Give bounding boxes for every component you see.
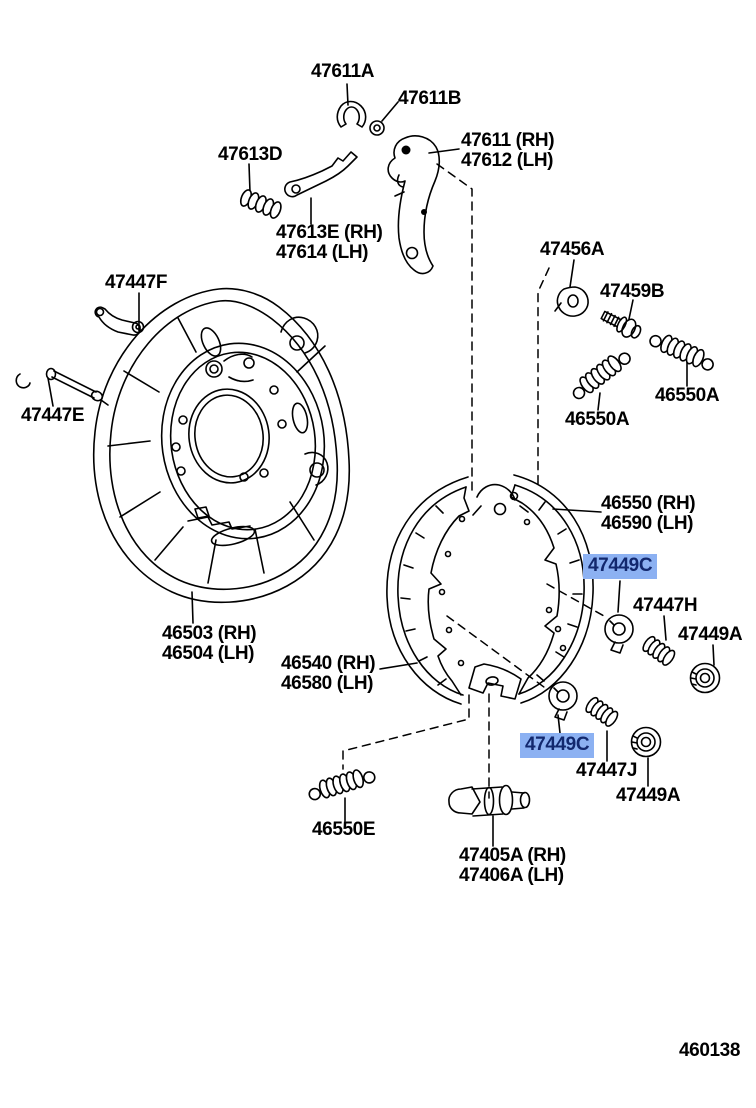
callout-47459b[interactable]: 47459B — [600, 281, 665, 302]
callout-line: 47614 (LH) — [276, 242, 369, 263]
dashed-47456a-to-shoes — [537, 267, 550, 487]
part-47449c-cwasher-bottom — [548, 681, 578, 721]
callout-47456a[interactable]: 47456A — [540, 239, 605, 260]
part-47449a-cap-bottom — [630, 726, 662, 758]
part-brake-shoe-assembly — [386, 474, 594, 705]
callout-line: 47611 (RH) — [461, 130, 555, 151]
callout-47611-47612[interactable]: 47611 (RH) 47612 (LH) — [461, 130, 555, 171]
part-47611b-washer — [369, 120, 385, 136]
dashed-shoes-to-47449c-bottom — [446, 615, 549, 691]
callout-47611a[interactable]: 47611A — [311, 61, 375, 82]
dashed-shoes-to-47449c-top — [546, 583, 605, 617]
part-47447h-spring — [642, 635, 676, 666]
callout-line: 47613E (RH) — [276, 222, 383, 243]
callout-line: 47406A (LH) — [459, 865, 564, 886]
diagram-number: 460138 — [679, 1040, 741, 1061]
callout-47613d[interactable]: 47613D — [218, 144, 283, 165]
part-47447j-spring — [585, 696, 619, 727]
callout-46550e[interactable]: 46550E — [312, 819, 376, 840]
callout-line: 46540 (RH) — [281, 653, 376, 674]
callout-46550a-left[interactable]: 46550A — [565, 409, 630, 430]
part-47405a-adjuster — [448, 784, 531, 817]
callout-47449c-bottom-highlighted[interactable]: 47449C — [520, 733, 595, 758]
callout-47447j[interactable]: 47447J — [576, 760, 638, 781]
callout-46503-46504[interactable]: 46503 (RH) 46504 (LH) — [162, 623, 257, 664]
callout-47449a-bottom[interactable]: 47449A — [616, 785, 681, 806]
dashed-assembly-lines — [342, 163, 605, 799]
part-47449a-cap-top — [689, 662, 721, 694]
part-47447e-pin — [15, 367, 109, 406]
part-46550e-spring — [308, 769, 376, 801]
callout-line: 47405A (RH) — [459, 845, 566, 866]
callout-46540-46580[interactable]: 46540 (RH) 46580 (LH) — [281, 653, 376, 694]
callout-47405a-47406a[interactable]: 47405A (RH) 47406A (LH) — [459, 846, 566, 886]
part-47613e-lever — [284, 151, 358, 198]
part-47449c-cwasher-top — [604, 614, 634, 654]
callout-46550a-right[interactable]: 46550A — [655, 385, 720, 406]
callout-47613e-47614[interactable]: 47613E (RH) 47614 (LH) — [276, 222, 383, 263]
dashed-shoes-to-46550e — [342, 694, 470, 770]
callout-line: 47612 (LH) — [461, 150, 554, 171]
callout-47449c-top-highlighted[interactable]: 47449C — [583, 554, 658, 579]
callout-line: 46503 (RH) — [162, 623, 257, 644]
dashed-lever-to-shoes — [436, 163, 473, 493]
callout-47449a-top[interactable]: 47449A — [678, 624, 743, 645]
callout-line: 46580 (LH) — [281, 673, 374, 694]
callout-47447f[interactable]: 47447F — [105, 272, 168, 293]
leader-lines — [47, 83, 715, 847]
callout-47447e[interactable]: 47447E — [21, 405, 85, 426]
callout-line: 46590 (LH) — [601, 513, 694, 534]
callout-46550-46590[interactable]: 46550 (RH) 46590 (LH) — [601, 493, 696, 534]
callout-line: 46504 (LH) — [162, 643, 255, 664]
part-47611a-clip — [336, 100, 367, 128]
part-47456a-bracket — [554, 286, 589, 317]
part-47613d-spring — [239, 189, 282, 219]
part-backing-plate — [92, 287, 351, 604]
part-47459b-adjusting-bolt — [600, 310, 642, 339]
part-47447f-lever — [94, 306, 145, 336]
part-46550a-spring-right — [649, 334, 714, 371]
part-47611-lever — [387, 135, 441, 275]
callout-47447h[interactable]: 47447H — [633, 595, 698, 616]
part-46550a-spring-left — [572, 352, 631, 400]
callout-line: 46550 (RH) — [601, 493, 696, 514]
callout-47611b[interactable]: 47611B — [398, 88, 462, 109]
